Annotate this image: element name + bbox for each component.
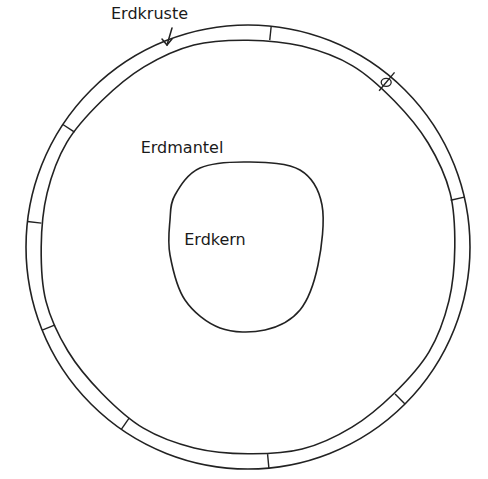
mantle-outline bbox=[41, 40, 455, 454]
layer-label: Erdkruste bbox=[111, 4, 188, 23]
plate-boundary bbox=[63, 124, 75, 132]
plate-boundary bbox=[395, 394, 405, 404]
layer-label: Erdmantel bbox=[141, 138, 224, 157]
layer-label: Erdkern bbox=[184, 230, 246, 249]
plate-boundary bbox=[268, 454, 269, 468]
crust-ring-shape bbox=[26, 25, 470, 469]
plate-boundary bbox=[121, 418, 129, 429]
mantle-circle: Erdkern Erdmantel bbox=[40, 39, 456, 455]
crust-outer-edge bbox=[26, 25, 470, 469]
plate-mark bbox=[381, 78, 391, 86]
plate-boundary bbox=[42, 325, 55, 330]
core-blob: Erdkern bbox=[168, 162, 322, 330]
plate-boundary bbox=[27, 221, 41, 223]
plate-boundary bbox=[451, 197, 465, 200]
core-outline bbox=[169, 162, 323, 332]
crust-ring: ErdkernErdmantelErdkruste bbox=[26, 25, 470, 469]
mantle-circle-shape bbox=[40, 39, 456, 455]
plate-boundary bbox=[270, 26, 271, 40]
